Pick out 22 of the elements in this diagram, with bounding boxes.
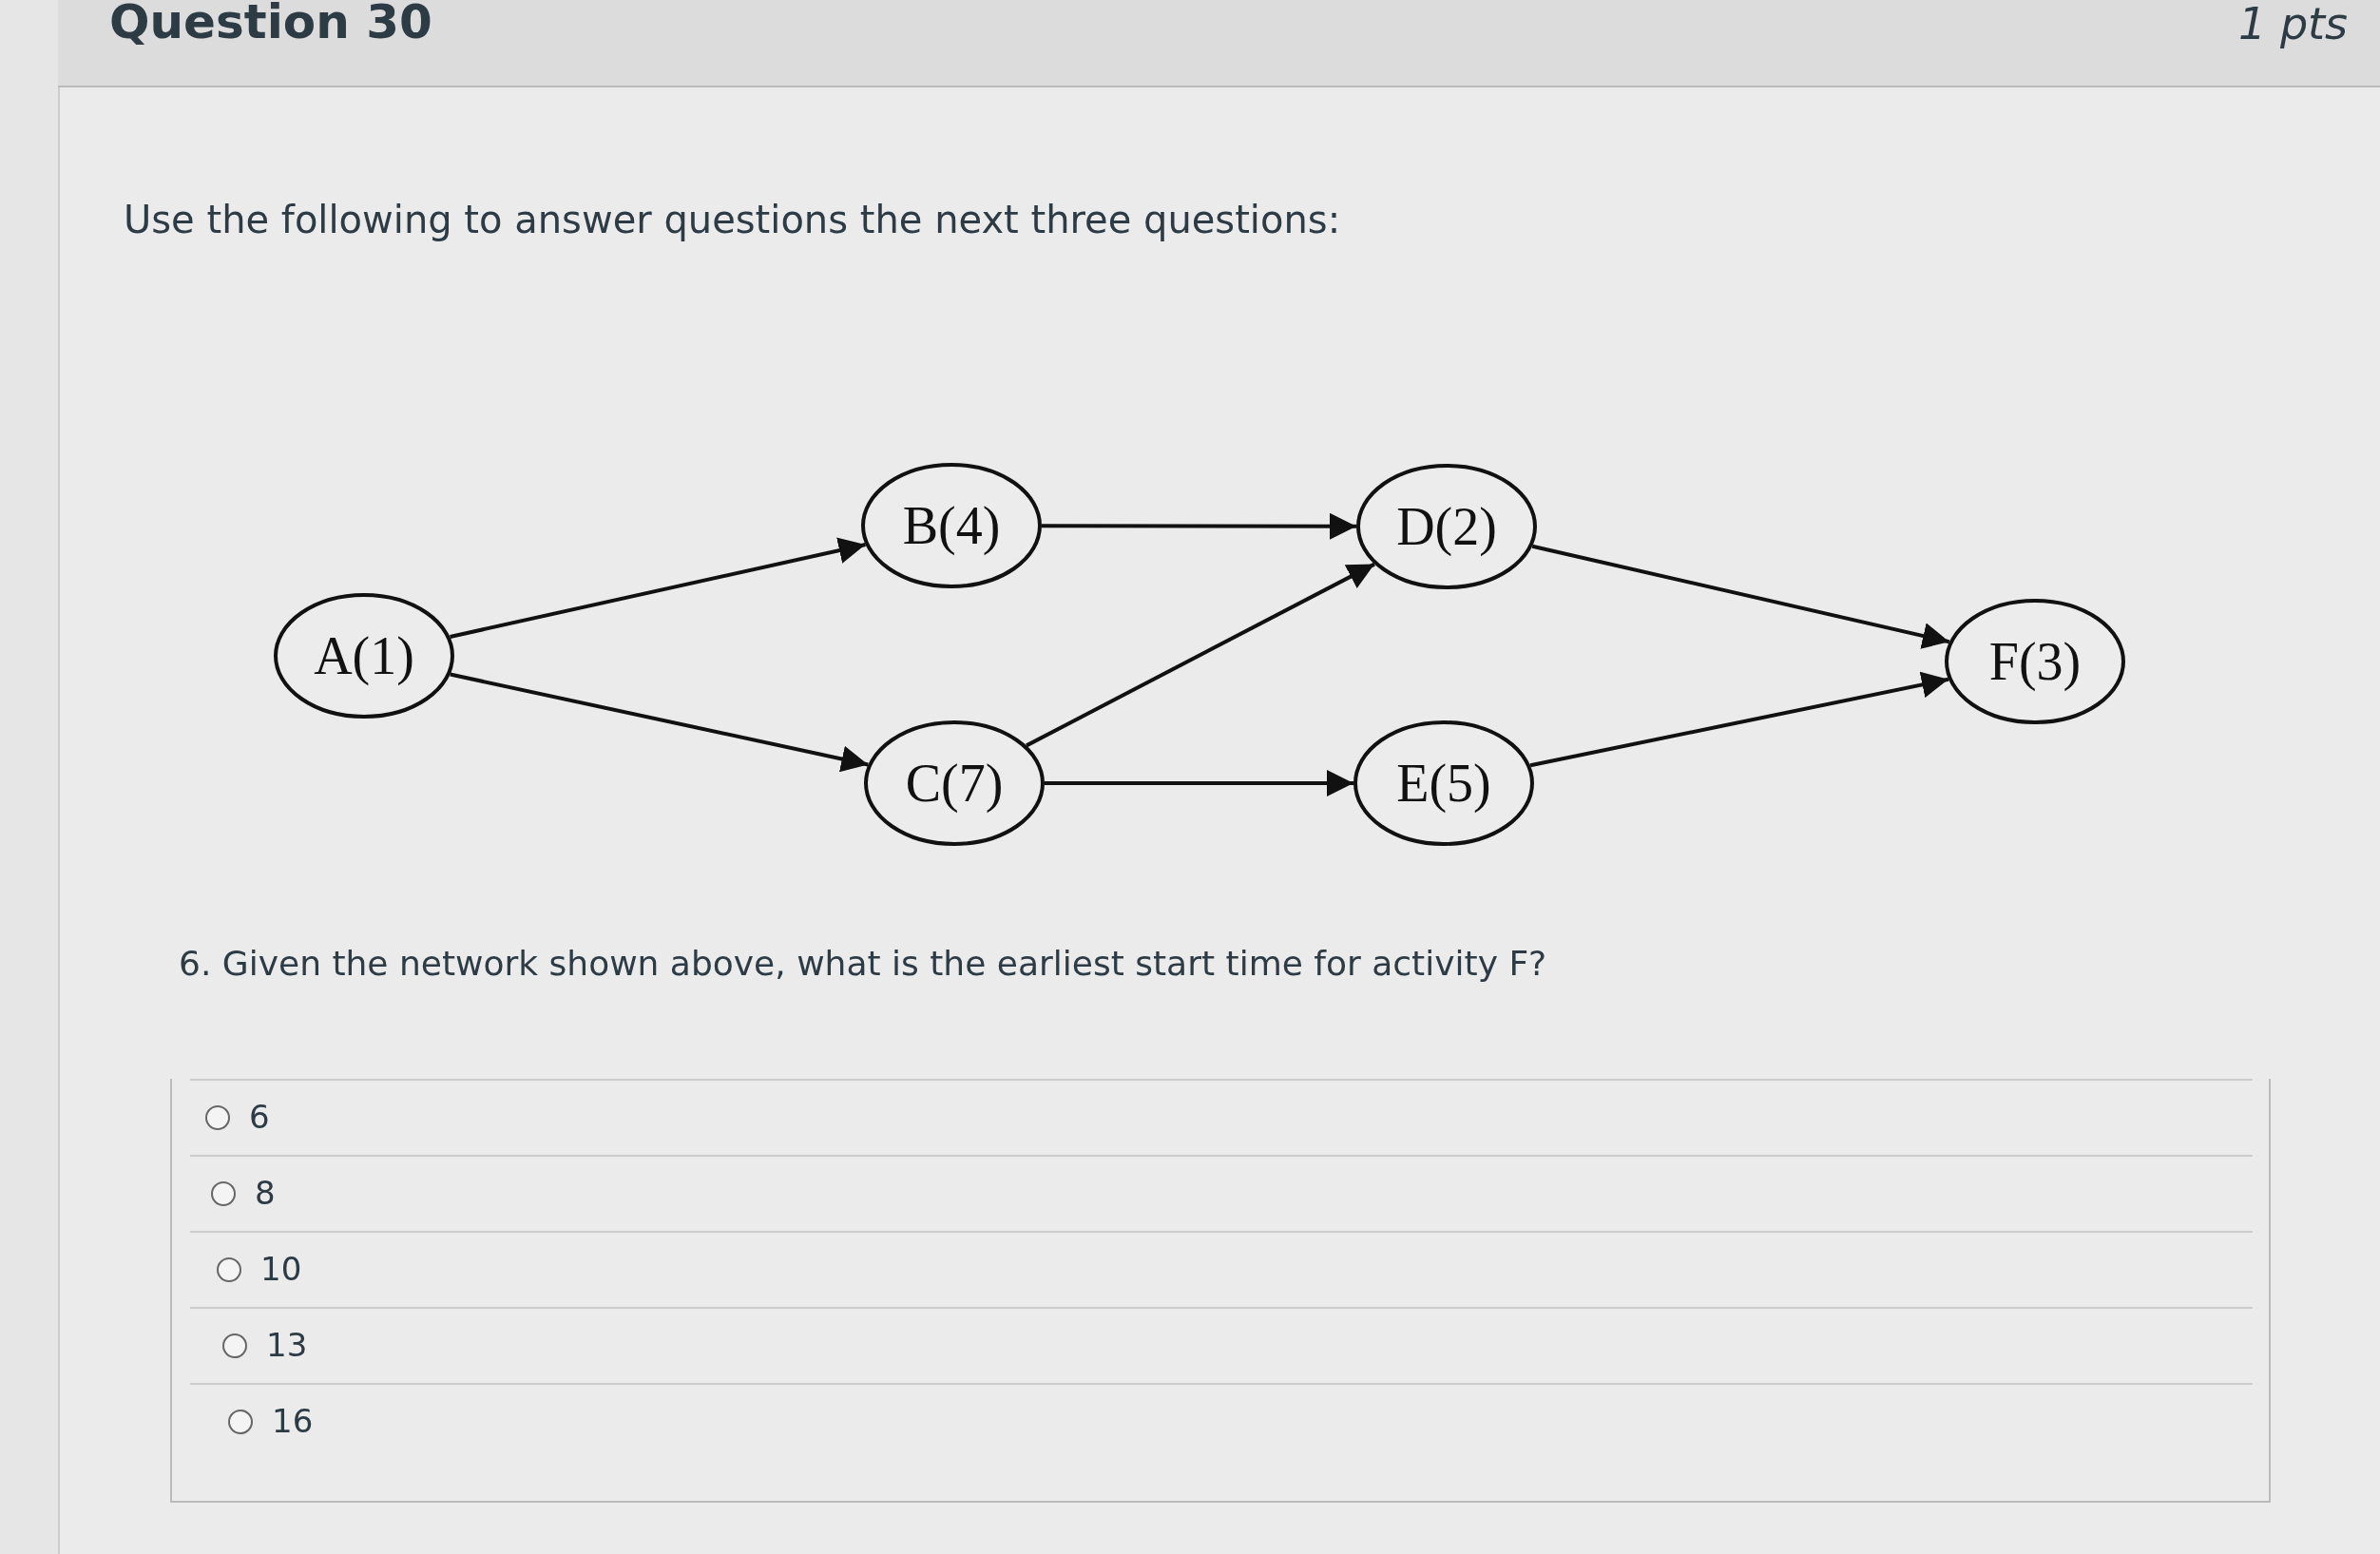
arrow (1045, 770, 1353, 796)
activity-label: E(5) (1396, 753, 1491, 814)
activity-label: F(3) (1988, 631, 2082, 692)
activity-label: B(4) (902, 495, 1001, 556)
answer-option: 8 (255, 1174, 276, 1212)
activity-label: C(7) (905, 753, 1004, 814)
answer-option: 16 (272, 1402, 314, 1440)
question-title: Question 30 (109, 0, 432, 49)
points-text: 1 pts (2238, 0, 2349, 49)
arrow (1042, 512, 1356, 540)
instruction-text: Use the following to answer questions the next three questions: (124, 198, 1341, 241)
arrow (1529, 671, 1949, 768)
arrow (450, 672, 869, 773)
activity-label: D(2) (1396, 496, 1497, 557)
answer-option: 13 (266, 1326, 308, 1364)
arrow (1026, 562, 1375, 748)
answer-option: 10 (260, 1250, 302, 1288)
arrow (1531, 544, 1950, 649)
activity-label: A(1) (314, 625, 414, 686)
answer-option: 6 (249, 1098, 270, 1136)
question-text: 6. Given the network shown above, what is the earliest start time for activity F? (179, 944, 1547, 983)
arrow (450, 537, 866, 639)
